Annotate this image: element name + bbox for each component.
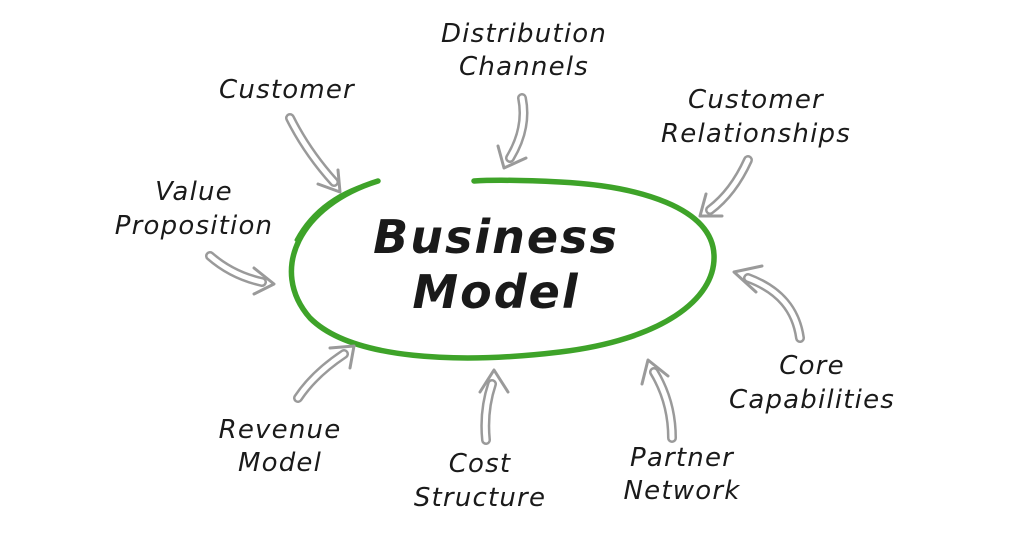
node-core-capabilities: Core Capabilities [729, 351, 895, 415]
arrow-value-proposition [205, 251, 276, 296]
arrow-customer-relationships [698, 155, 753, 218]
ellipse-stroke-tail [294, 179, 380, 242]
node-revenue-model-line2: Model [238, 448, 322, 478]
ellipse-stroke-main [288, 177, 717, 361]
node-distribution-channels-line2: Channels [459, 52, 589, 82]
center-title-line1: Business [373, 210, 619, 264]
arrow-cost-structure [478, 368, 510, 445]
node-distribution-channels-line1: Distribution [441, 19, 607, 49]
arrow-customer [285, 113, 342, 194]
arrow-revenue-model [293, 344, 356, 403]
center-ellipse [288, 177, 717, 361]
node-cost-structure-line2: Structure [414, 483, 546, 513]
arrow-distribution-channels [496, 93, 529, 170]
node-customer-relationships: Customer Relationships [661, 85, 851, 149]
node-customer-relationships-line1: Customer [688, 85, 825, 115]
node-value-proposition-line2: Proposition [115, 211, 273, 241]
center-title-line2: Model [412, 265, 579, 319]
arrow-partner-network [640, 358, 677, 443]
arrows [205, 93, 805, 445]
node-customer: Customer [219, 75, 356, 105]
node-cost-structure: Cost Structure [414, 449, 546, 513]
node-revenue-model-line1: Revenue [219, 415, 342, 445]
node-customer-line1: Customer [219, 75, 356, 105]
node-core-capabilities-line1: Core [779, 351, 845, 381]
node-distribution-channels: Distribution Channels [441, 19, 607, 82]
node-partner-network-line1: Partner [630, 443, 735, 473]
node-customer-relationships-line2: Relationships [661, 119, 851, 149]
node-cost-structure-line1: Cost [449, 449, 512, 479]
node-partner-network-line2: Network [624, 476, 741, 506]
node-value-proposition-line1: Value [155, 177, 233, 207]
arrow-core-capabilities [732, 264, 805, 343]
node-partner-network: Partner Network [624, 443, 741, 506]
node-revenue-model: Revenue Model [219, 415, 342, 478]
node-value-proposition: Value Proposition [115, 177, 273, 241]
node-core-capabilities-line2: Capabilities [729, 385, 895, 415]
